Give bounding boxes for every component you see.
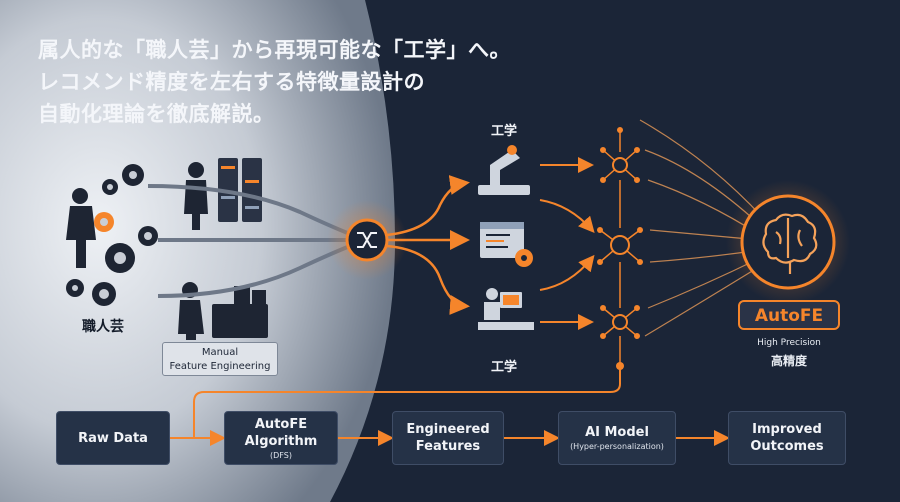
flow-box-autofe-algorithm: AutoFE Algorithm (DFS) bbox=[224, 411, 338, 465]
gear-icon-orange bbox=[94, 212, 114, 232]
flow-box-title: AI Model bbox=[585, 425, 649, 440]
flow-box-title: Improved bbox=[752, 422, 822, 437]
autofe-badge: AutoFE bbox=[738, 300, 840, 330]
feedback-line bbox=[178, 366, 621, 439]
flow-box-title: Engineered bbox=[406, 422, 490, 437]
flow-box-ai-model: AI Model (Hyper-personalization) bbox=[558, 411, 676, 465]
worker-icon bbox=[66, 162, 208, 340]
manual-label-line-1: Manual bbox=[201, 347, 239, 358]
code-window-icon bbox=[480, 222, 533, 267]
flow-box-subtitle: (DFS) bbox=[270, 450, 292, 460]
flow-box-title: AutoFE bbox=[254, 416, 308, 432]
shuffle-icon bbox=[357, 232, 377, 248]
flow-box-engineered-features: Engineered Features bbox=[392, 411, 504, 465]
flow-box-raw-data: Raw Data bbox=[56, 411, 170, 465]
headline-line-3: 自動化理論を徹底解説。 bbox=[38, 102, 275, 126]
manual-label-line-2: Feature Engineering bbox=[169, 361, 271, 372]
branch-arrows bbox=[386, 175, 470, 315]
flow-box-title: Raw Data bbox=[78, 430, 148, 446]
gear-icon bbox=[66, 164, 158, 306]
flow-box-title-2: Outcomes bbox=[750, 439, 824, 454]
network-node-icon bbox=[597, 127, 643, 370]
flow-box-subtitle: (Hyper-personalization) bbox=[570, 442, 664, 451]
robot-arm-icon bbox=[478, 145, 530, 195]
high-precision-jp-label: 高精度 bbox=[770, 354, 807, 368]
network-arrows bbox=[539, 157, 595, 330]
manual-feature-engineering-label: Manual Feature Engineering bbox=[162, 342, 278, 376]
flow-box-title-2: Features bbox=[415, 439, 481, 454]
headline-line-2: レコメンド精度を左右する特徴量設計の bbox=[38, 70, 425, 94]
engineering-label-top: 工学 bbox=[491, 124, 518, 139]
engineering-label-bottom: 工学 bbox=[491, 360, 518, 375]
left-light-panel bbox=[0, 0, 395, 502]
flow-box-improved-outcomes: Improved Outcomes bbox=[728, 411, 846, 465]
brain-icon bbox=[762, 213, 818, 274]
craft-label: 職人芸 bbox=[82, 319, 124, 335]
workbench-icon bbox=[212, 286, 268, 338]
headline: 属人的な「職人芸」から再現可能な「工学」へ。 レコメンド精度を左右する特徴量設計… bbox=[38, 34, 511, 130]
headline-line-1: 属人的な「職人芸」から再現可能な「工学」へ。 bbox=[38, 38, 511, 62]
engineer-desk-icon bbox=[478, 288, 534, 330]
high-precision-label: High Precision bbox=[757, 338, 821, 348]
flow-box-title-2: Algorithm bbox=[244, 433, 318, 449]
